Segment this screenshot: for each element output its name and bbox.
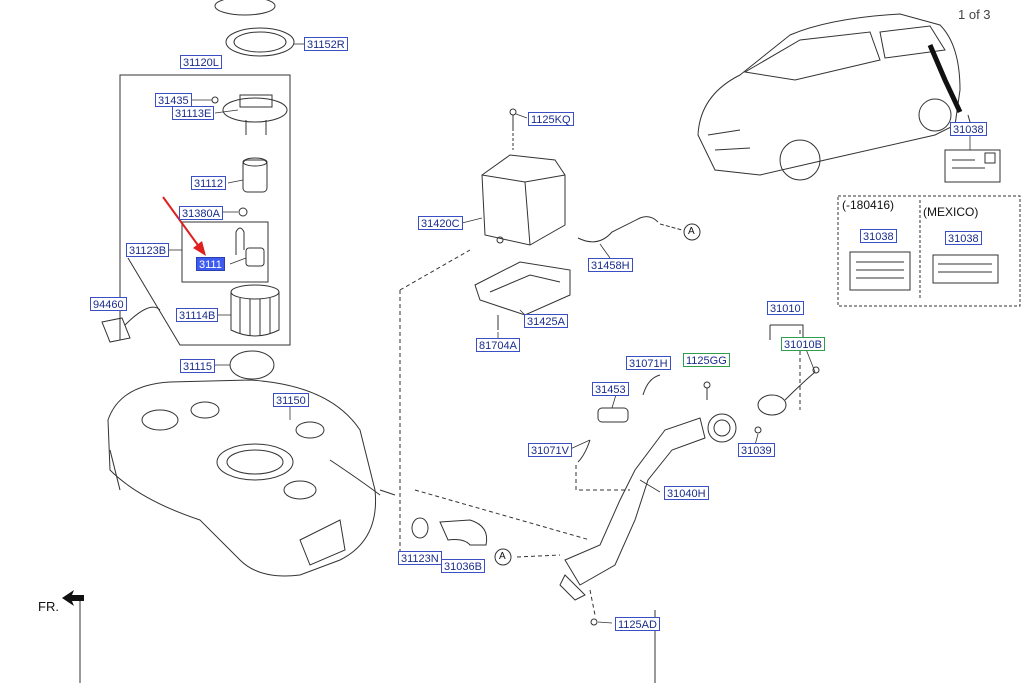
- part-label-31420c[interactable]: 31420C: [418, 216, 463, 230]
- tank-gasket-illustration: [229, 350, 275, 380]
- frame-lines: [79, 595, 656, 683]
- page-indicator: 1 of 3: [958, 7, 991, 22]
- part-label-31150[interactable]: 31150: [273, 393, 309, 407]
- canister-illustration: [481, 154, 566, 246]
- part-label-31071v[interactable]: 31071V: [528, 443, 572, 457]
- connector-a-bottom-circle: [494, 548, 512, 566]
- part-label-31038-main[interactable]: 31038: [950, 122, 987, 136]
- part-label-31039[interactable]: 31039: [738, 443, 775, 457]
- part-label-31435[interactable]: 31435: [155, 93, 192, 107]
- part-label-31036b[interactable]: 31036B: [441, 559, 485, 573]
- part-label-31120l[interactable]: 31120L: [180, 55, 222, 69]
- leader-lines: [168, 43, 971, 624]
- part-label-31458h[interactable]: 31458H: [588, 258, 633, 272]
- gasket-ring-illustration: [225, 27, 295, 57]
- vehicle-illustration: [697, 13, 971, 181]
- sender-illustration: [235, 227, 265, 267]
- fill-hose-illustration: [411, 517, 488, 546]
- canister-bracket-illustration: [474, 261, 571, 330]
- part-label-31010b[interactable]: 31010B: [781, 337, 825, 351]
- part-label-31038-variant-a[interactable]: 31038: [860, 229, 897, 243]
- part-label-31112[interactable]: 31112: [191, 176, 226, 190]
- variant-box-frame: [837, 195, 1021, 307]
- part-label-31040h[interactable]: 31040H: [664, 486, 709, 500]
- vent-hose-illustration: [575, 374, 661, 491]
- part-label-31038-variant-b[interactable]: 31038: [945, 231, 982, 245]
- part-label-31425a[interactable]: 31425A: [524, 314, 568, 328]
- part-label-31123b[interactable]: 31123B: [126, 243, 170, 257]
- bolt-illustration: [509, 108, 517, 150]
- fuel-cap-illustration: [757, 324, 820, 416]
- part-label-3111-selected[interactable]: 3111: [196, 257, 225, 271]
- fuel-tank-illustration: [107, 379, 396, 577]
- filler-neck-illustration: [559, 413, 737, 601]
- filter-basket-illustration: [230, 284, 280, 337]
- label-sticker-illustration: [944, 149, 1001, 183]
- sub-bracket-line: [181, 221, 269, 283]
- small-bolt-illustration: [590, 381, 762, 626]
- connector-a-bottom-label: A: [499, 551, 506, 562]
- part-label-31010[interactable]: 31010: [767, 301, 804, 315]
- part-label-31152r[interactable]: 31152R: [304, 37, 348, 51]
- part-label-1125kq[interactable]: 1125KQ: [528, 112, 574, 126]
- assembly-bracket-line: [119, 74, 291, 346]
- part-label-81704a[interactable]: 81704A: [476, 338, 520, 352]
- part-label-31380a[interactable]: 31380A: [179, 206, 223, 220]
- front-marker-label: FR.: [38, 599, 59, 614]
- part-label-31123n[interactable]: 31123N: [398, 551, 442, 565]
- pump-flange-illustration: [211, 94, 288, 135]
- variant-box-left-title: (-180416): [842, 198, 895, 212]
- variant-box-right-title: (MEXICO): [923, 205, 979, 219]
- part-label-31114b[interactable]: 31114B: [176, 308, 219, 322]
- top-gasket-illustration: [214, 0, 276, 16]
- variant-sticker-illustration: [849, 251, 999, 291]
- sensor-illustration: [101, 306, 161, 343]
- vapor-hose-illustration: [577, 216, 659, 243]
- part-label-31113e[interactable]: 31113E: [172, 106, 215, 120]
- red-arrow-icon: [162, 196, 206, 256]
- part-label-31453[interactable]: 31453: [592, 382, 629, 396]
- part-label-1125ad[interactable]: 1125AD: [615, 617, 660, 631]
- connector-a-top-circle: [683, 223, 701, 241]
- fuel-pump-illustration: [238, 157, 268, 217]
- guide-lines: [399, 249, 801, 616]
- part-label-31071h[interactable]: 31071H: [626, 356, 671, 370]
- connector-a-top-label: A: [688, 226, 695, 237]
- part-label-94460[interactable]: 94460: [90, 297, 127, 311]
- part-label-31115[interactable]: 31115: [180, 359, 215, 373]
- part-label-1125gg[interactable]: 1125GG: [683, 353, 730, 367]
- front-direction-arrow-icon: [62, 590, 84, 606]
